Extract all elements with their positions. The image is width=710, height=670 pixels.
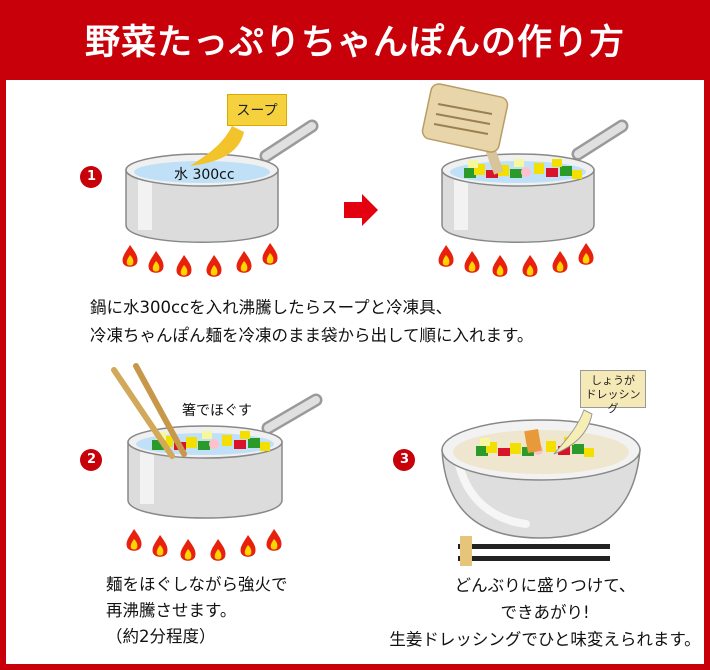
step1-pot-water: [125, 119, 319, 243]
step3-number-badge: [393, 449, 415, 471]
chopsticks-rest-icon: [458, 536, 610, 566]
step1-line: 冷凍ちゃんぽん麺を冷凍のまま袋から出して順に入れます。: [90, 326, 534, 345]
dressing-tag-line: ドレッシング: [585, 388, 641, 415]
header: 野菜たっぷりちゃんぽんの作り方: [0, 0, 710, 78]
water-label: 水 300cc: [174, 167, 235, 183]
step3-line: できあがり!: [500, 603, 590, 622]
steps-panel: 1 2 3 スープ 水 300cc 箸でほぐす しょうが ドレッシング 鍋に水3…: [6, 80, 704, 664]
step3-line: 生姜ドレッシングでひと味変えられます。: [389, 630, 701, 649]
step2-line: 麺をほぐしながら強火で: [106, 575, 288, 594]
step2-number: 2: [87, 452, 97, 467]
step1-flames: [122, 243, 278, 277]
illustrations: [80, 83, 641, 566]
step2-line: 再沸騰させます。: [106, 601, 237, 620]
step1-line: 鍋に水300ccを入れ沸騰したらスープと冷凍具、: [90, 298, 453, 317]
arrow-right-icon: [344, 194, 378, 226]
step2-flames: [126, 529, 282, 561]
step2-line: （約2分程度）: [106, 627, 216, 646]
bowl-icon: [441, 419, 641, 539]
dressing-pour: [553, 409, 593, 455]
spatula-icon: [421, 83, 509, 175]
dressing-tag-line: しょうが: [591, 374, 635, 387]
step3-number: 3: [400, 452, 410, 467]
step3-description: どんぶりに盛りつけて、 できあがり! 生姜ドレッシングでひと味変えられます。: [380, 572, 710, 653]
step1-number-badge: [80, 166, 102, 188]
step3-line: どんぶりに盛りつけて、: [454, 576, 636, 595]
page-title: 野菜たっぷりちゃんぽんの作り方: [84, 22, 625, 63]
chopsticks-icon: [111, 363, 187, 459]
soup-pour: [190, 126, 244, 166]
step2-description: 麺をほぐしながら強火で 再沸騰させます。 （約2分程度）: [106, 572, 288, 650]
step1-number: 1: [87, 169, 97, 184]
step1-description: 鍋に水300ccを入れ沸騰したらスープと冷凍具、 冷凍ちゃんぽん麺を冷凍のまま袋…: [90, 294, 533, 350]
step2-number-badge: [80, 449, 102, 471]
chopsticks-label: 箸でほぐす: [182, 403, 252, 419]
step1b-pot-ingredients: [441, 119, 629, 243]
dressing-tag: しょうが ドレッシング: [580, 370, 646, 415]
soup-tag: スープ: [227, 94, 287, 126]
step1b-flames: [438, 243, 594, 277]
